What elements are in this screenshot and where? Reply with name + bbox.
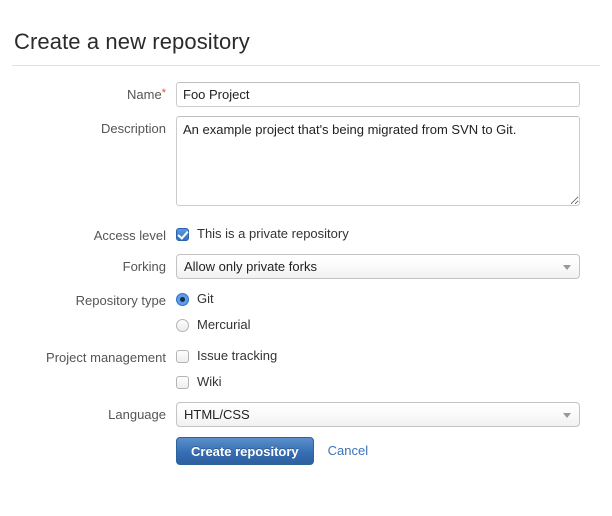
form-row-language: Language HTML/CSS [0, 402, 612, 427]
mercurial-radio[interactable] [176, 318, 189, 332]
forking-select-wrap: Allow only private forks [176, 254, 580, 279]
project-management-label: Project management [46, 350, 166, 365]
project-management-option-issue-tracking[interactable]: Issue tracking [176, 345, 277, 367]
wiki-label: Wiki [197, 374, 222, 389]
language-select-wrap: HTML/CSS [176, 402, 580, 427]
issue-tracking-label: Issue tracking [197, 348, 278, 363]
name-label: Name* [0, 82, 166, 103]
project-management-control: Issue tracking Wiki [176, 345, 277, 393]
language-label: Language [108, 407, 166, 422]
project-management-option-wiki[interactable]: Wiki [176, 371, 277, 393]
language-control: HTML/CSS [176, 402, 580, 427]
wiki-checkbox[interactable] [176, 375, 189, 389]
repository-type-option-mercurial[interactable]: Mercurial [176, 314, 250, 336]
form-row-project-management: Project management Issue tracking Wiki [0, 345, 612, 393]
git-radio[interactable] [176, 292, 189, 306]
private-repository-checkbox[interactable] [176, 227, 189, 241]
forking-control: Allow only private forks [176, 254, 580, 279]
form-row-access-level: Access level This is a private repositor… [0, 223, 612, 245]
header-divider [12, 65, 600, 66]
git-radio-label: Git [197, 291, 214, 306]
repository-type-control: Git Mercurial [176, 288, 250, 336]
private-repository-checkbox-row[interactable]: This is a private repository [176, 223, 349, 245]
create-repository-button[interactable]: Create repository [176, 437, 314, 465]
form-row-name: Name* [0, 82, 612, 107]
access-level-control: This is a private repository [176, 223, 349, 245]
description-control [176, 116, 580, 211]
cancel-link[interactable]: Cancel [327, 443, 369, 458]
language-select[interactable]: HTML/CSS [176, 402, 580, 427]
description-textarea[interactable] [176, 116, 580, 206]
forking-label: Forking [122, 259, 166, 274]
name-label-text: Name [127, 87, 162, 102]
name-input[interactable] [176, 82, 580, 107]
form-row-description: Description [0, 116, 612, 211]
repository-type-option-git[interactable]: Git [176, 288, 250, 310]
page-title: Create a new repository [14, 28, 250, 54]
issue-tracking-checkbox[interactable] [176, 349, 189, 363]
form-row-forking: Forking Allow only private forks [0, 254, 612, 279]
mercurial-radio-label: Mercurial [197, 317, 251, 332]
form-row-repository-type: Repository type Git Mercurial [0, 288, 612, 336]
name-control [176, 82, 580, 107]
description-label: Description [100, 121, 166, 136]
repository-type-label: Repository type [75, 293, 166, 308]
create-repository-form: Name* Description Access level This is a… [0, 82, 612, 465]
actions-inner: Create repository Cancel [176, 437, 368, 465]
forking-select[interactable]: Allow only private forks [176, 254, 580, 279]
required-asterisk-icon: * [161, 87, 166, 99]
private-repository-label: This is a private repository [197, 226, 349, 241]
form-actions: Create repository Cancel [0, 437, 612, 465]
access-level-label: Access level [93, 228, 166, 243]
